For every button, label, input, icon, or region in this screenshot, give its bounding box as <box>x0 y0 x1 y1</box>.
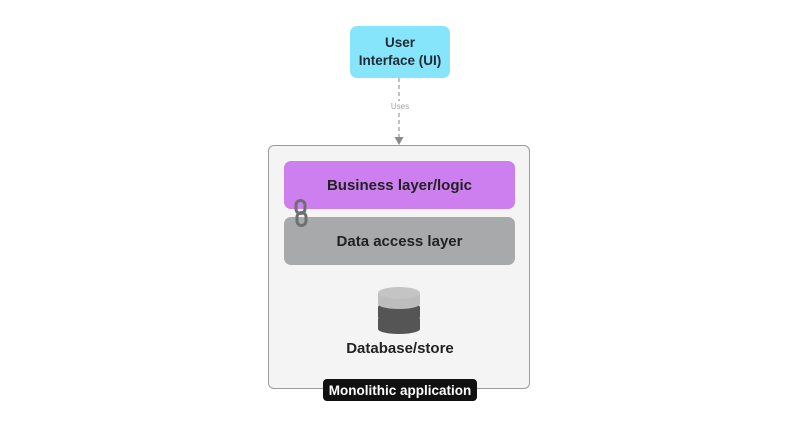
ui-node-label: User Interface (UI) <box>358 35 442 68</box>
data-access-layer-node[interactable]: Data access layer <box>284 217 515 265</box>
link-icon <box>294 199 308 227</box>
data-access-layer-label: Data access layer <box>336 232 463 250</box>
database-label: Database/store <box>346 340 454 357</box>
monolith-container-label: Monolithic application <box>323 379 477 401</box>
business-layer-label: Business layer/logic <box>326 176 473 194</box>
uses-edge-label: Uses <box>380 101 420 112</box>
business-layer-node[interactable]: Business layer/logic <box>284 161 515 209</box>
uses-connector-arrowhead <box>394 137 404 145</box>
database-icon <box>378 287 420 334</box>
ui-node[interactable]: User Interface (UI) <box>350 26 450 78</box>
